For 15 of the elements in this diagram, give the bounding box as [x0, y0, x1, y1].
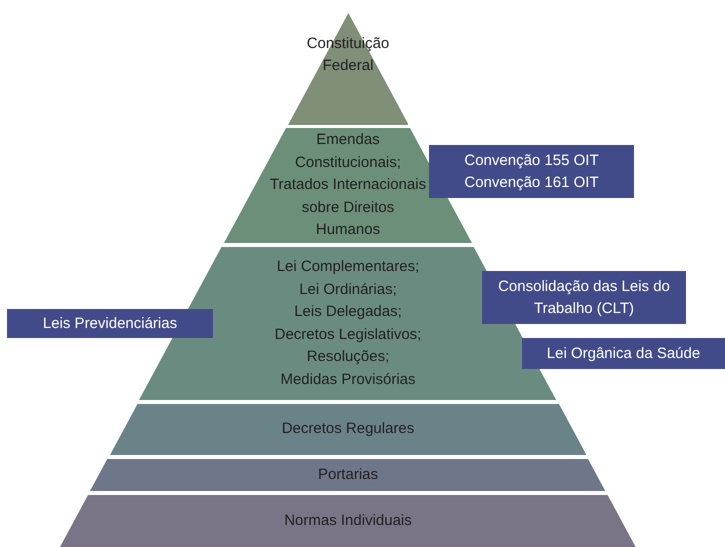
law-tag: Consolidação das Leis do Trabalho (CLT)	[482, 271, 686, 324]
tier-label: Lei Ordinárias;	[298, 280, 398, 300]
tier-label: Lei Complementares;	[276, 257, 420, 277]
tier-label: Emendas Constitucionais;	[294, 130, 402, 173]
law-tag: Lei Orgânica da Saúde	[522, 338, 725, 369]
tier-label: Resoluções;	[306, 347, 390, 367]
tier-label: Decretos Legislativos;	[274, 324, 422, 344]
tier-label: Leis Delegadas;	[293, 302, 403, 322]
law-tag: Leis Previdenciárias	[7, 309, 213, 338]
tier-label: Medidas Provisórias	[279, 370, 417, 390]
tier-label: Tratados Internacionais sobre Direitos Humanos	[268, 175, 428, 240]
law-tag: Convenção 155 OIT Convenção 161 OIT	[429, 145, 634, 198]
tier-label: Portarias	[316, 464, 379, 485]
tier-label: Normas Individuais	[283, 510, 413, 531]
tier-label: Decretos Regulares	[280, 419, 416, 440]
